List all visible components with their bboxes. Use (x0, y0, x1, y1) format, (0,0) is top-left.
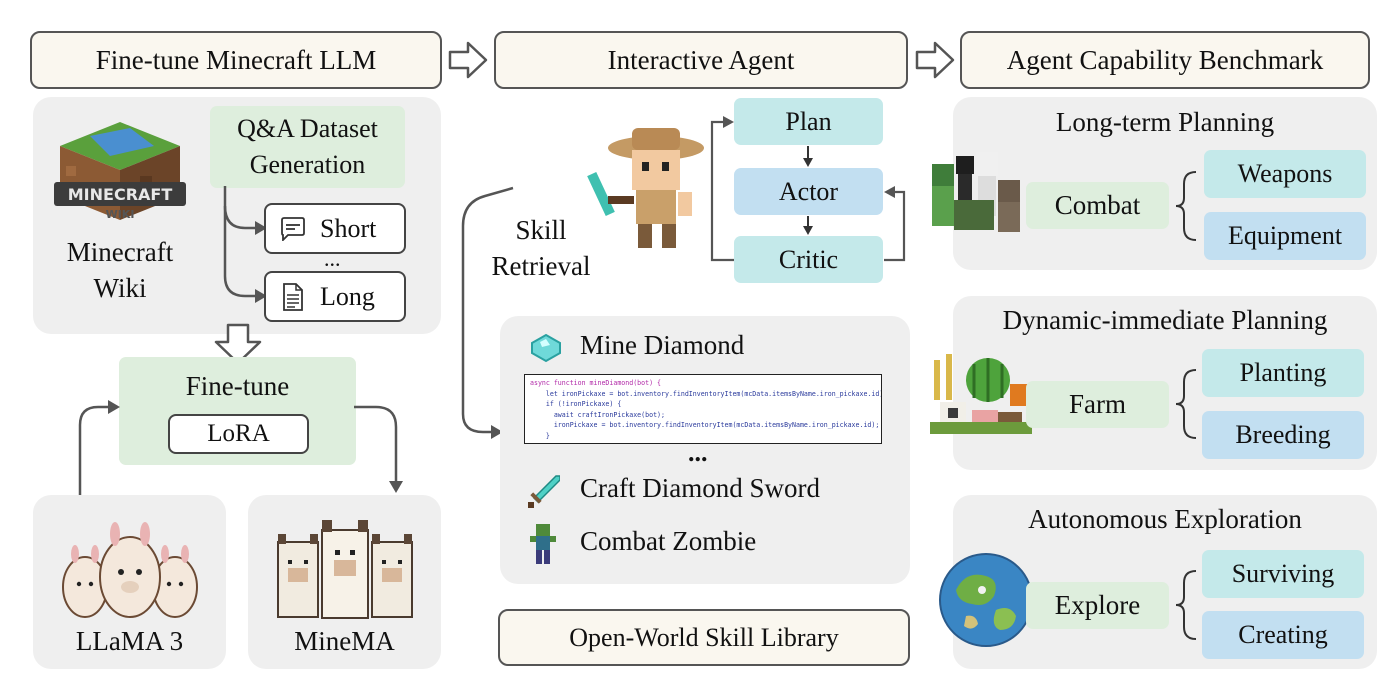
llama-to-finetune-arrow (78, 400, 120, 495)
agent-character-icon (587, 128, 704, 248)
finetune-title: Fine-tune (185, 371, 290, 401)
wiki-label: Minecraft Wiki (40, 234, 200, 306)
header-finetune: Fine-tune Minecraft LLM (30, 31, 442, 89)
short-answer-box: Short (264, 203, 406, 254)
skill-craft-diamond-sword: Craft Diamond Sword (580, 473, 820, 503)
qa-line2: Generation (249, 150, 366, 179)
plan-box: Plan (734, 98, 883, 145)
brace-combat (1175, 171, 1197, 241)
benchmark-item-creating: Creating (1202, 611, 1364, 659)
brace-explore (1175, 570, 1197, 640)
header-agent-label: Interactive Agent (607, 44, 795, 75)
planting-label: Planting (1239, 358, 1327, 387)
header-finetune-label: Fine-tune Minecraft LLM (95, 44, 377, 75)
explore-label: Explore (1054, 590, 1141, 620)
benchmark-item-planting: Planting (1202, 349, 1364, 397)
skill-library-panel (500, 316, 910, 584)
wiki-logo-sub: WIKI (106, 208, 135, 221)
benchmark-center-explore: Explore (1026, 582, 1169, 629)
critic-label: Critic (778, 244, 839, 274)
surviving-label: Surviving (1231, 559, 1335, 588)
benchmark-title-long-term: Long-term Planning (1055, 107, 1275, 137)
benchmark-center-farm: Farm (1026, 381, 1169, 428)
code-line-6: } (530, 431, 550, 440)
qa-branch-arrows (223, 186, 267, 303)
benchmark-item-equipment: Equipment (1204, 212, 1366, 260)
code-snippet: async function mineDiamond(bot) { let ir… (524, 374, 882, 444)
header-agent: Interactive Agent (494, 31, 908, 89)
farm-label: Farm (1069, 389, 1126, 419)
brace-farm (1175, 369, 1197, 439)
mobs-icon (932, 152, 1020, 232)
skill-retrieval-label: Skill Retrieval (466, 212, 616, 284)
code-line-1: async function mineDiamond(bot) { (530, 379, 662, 387)
agent-loop-arrows (710, 116, 906, 262)
benchmark-center-combat: Combat (1026, 182, 1169, 229)
minema-label: MineMA (294, 626, 395, 656)
benchmark-item-weapons: Weapons (1204, 150, 1366, 198)
skill-retrieval-arrow (461, 186, 514, 439)
document-icon (283, 282, 303, 311)
breeding-label: Breeding (1235, 420, 1331, 449)
zombie-icon (530, 524, 556, 564)
short-label: Short (320, 213, 377, 243)
header-benchmark: Agent Capability Benchmark (960, 31, 1370, 89)
actor-label: Actor (778, 176, 839, 206)
header-arrow-1 (448, 41, 488, 79)
diamond-sword-icon (528, 475, 560, 508)
code-line-3: if (!ironPickaxe) { (530, 400, 622, 408)
equipment-label: Equipment (1227, 221, 1343, 250)
open-world-skill-library-box: Open-World Skill Library (498, 609, 910, 666)
wiki-label-line1: Minecraft (66, 237, 174, 267)
farm-icon (930, 354, 1032, 434)
benchmark-title-exploration: Autonomous Exploration (1028, 504, 1302, 534)
message-icon (281, 216, 305, 241)
code-line-5: ironPickaxe = bot.inventory.findInventor… (530, 421, 880, 429)
actor-box: Actor (734, 168, 883, 215)
minecraft-wiki-logo-icon: MINECRAFT WIKI (54, 122, 186, 221)
benchmark-item-surviving: Surviving (1202, 550, 1364, 598)
llama-label: LLaMA 3 (75, 626, 184, 656)
qa-generation-box: Q&A Dataset Generation (210, 106, 405, 188)
wiki-label-line2: Wiki (93, 273, 147, 303)
benchmark-item-breeding: Breeding (1202, 411, 1364, 459)
lora-label: LoRA (207, 420, 270, 447)
skill-library-label: Open-World Skill Library (569, 622, 839, 652)
finetune-to-minema-arrow (354, 405, 403, 493)
qa-line1: Q&A Dataset (237, 114, 378, 143)
diamond-icon (531, 333, 561, 363)
world-globe-icon (939, 553, 1033, 647)
wiki-logo-text: MINECRAFT (68, 185, 173, 204)
skill-mine-diamond: Mine Diamond (580, 330, 745, 360)
weapons-label: Weapons (1237, 159, 1333, 188)
lora-box: LoRA (168, 414, 309, 454)
header-arrow-2 (915, 41, 955, 79)
short-long-dots: ... (324, 246, 341, 271)
creating-label: Creating (1238, 620, 1328, 649)
code-line-2: let ironPickaxe = bot.inventory.findInve… (530, 389, 882, 398)
skill-dots: ... (688, 438, 708, 467)
plan-label: Plan (785, 106, 832, 136)
combat-label: Combat (1054, 190, 1141, 220)
benchmark-title-dynamic: Dynamic-immediate Planning (1002, 305, 1328, 335)
down-hollow-arrow (214, 323, 262, 365)
long-answer-box: Long (264, 271, 406, 322)
skill-retrieval-line1: Skill (515, 215, 567, 245)
critic-box: Critic (734, 236, 883, 283)
skill-combat-zombie: Combat Zombie (580, 526, 757, 556)
code-line-4: await craftIronPickaxe(bot); (530, 410, 665, 419)
skill-retrieval-line2: Retrieval (491, 251, 591, 281)
minema-icon (277, 520, 413, 619)
long-label: Long (320, 281, 375, 311)
llama-icon (62, 522, 198, 618)
header-benchmark-label: Agent Capability Benchmark (1006, 44, 1324, 75)
